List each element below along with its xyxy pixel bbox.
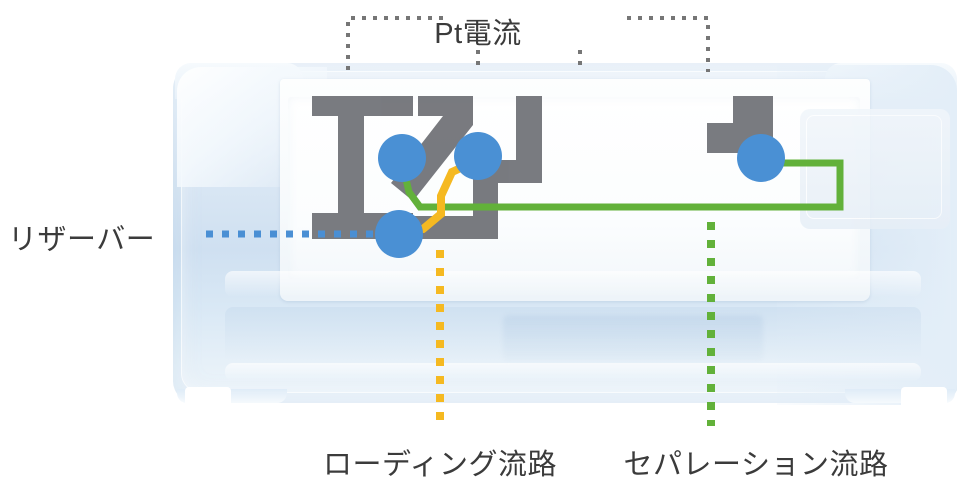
electrode-right-hook — [707, 96, 773, 153]
cartridge-notch-right — [901, 387, 947, 405]
loading-channel-label: ローディング流路 — [323, 449, 557, 481]
cartridge-photo — [173, 63, 957, 405]
pt-electrode-layer — [312, 96, 773, 239]
shell-embossed-marking — [503, 315, 763, 361]
pt-current-label: Pt電流 — [434, 18, 522, 50]
separation-channel-label: セパレーション流路 — [623, 449, 889, 481]
reservoir-label: リザーバー — [8, 224, 156, 256]
shell-ridge-2 — [225, 307, 921, 365]
electrode-left-bracket — [312, 96, 413, 239]
shell-ridge-1 — [225, 271, 921, 297]
cartridge-notch-left — [185, 387, 231, 405]
shell-ridge-3 — [225, 363, 921, 381]
